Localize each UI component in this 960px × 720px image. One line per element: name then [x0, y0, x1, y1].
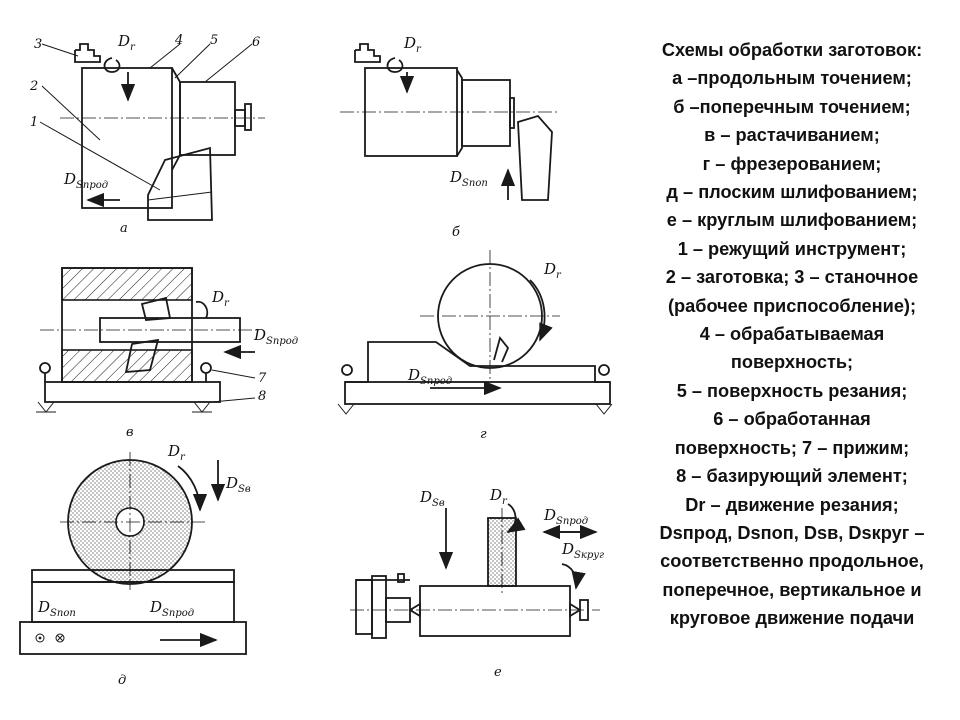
svg-text:Dr: Dr [167, 442, 186, 463]
diagram-d: Dr DSв DSпоп DSпрод д [19, 442, 251, 688]
caption-v: в [126, 425, 134, 440]
legend-line: г – фрезерованием; [702, 153, 882, 174]
legend-line: 8 – базирующий элемент; [676, 466, 908, 487]
dr-symbol: D [489, 486, 502, 504]
legend-line: б –поперечным точением; [673, 96, 911, 117]
label-8: 8 [258, 389, 266, 404]
ds-symbol: D [407, 366, 420, 384]
legend-line: 6 – обработанная [713, 409, 871, 430]
svg-text:Dr: Dr [489, 486, 508, 507]
legend-line: 1 – режущий инструмент; [677, 238, 907, 259]
dr-symbol: D [211, 288, 224, 306]
legend-line: 2 – заготовка; 3 – станочное [665, 267, 919, 288]
label-7: 7 [258, 371, 267, 386]
diagram-e: DSв Dr DSпрод DSкруг е [350, 486, 604, 680]
legend-line: Dsпрод, Dsпоп, Dsв, Dsкруг – [659, 522, 925, 543]
dsprod-symbol: D [543, 506, 556, 524]
legend-line: Dr – движение резания; [685, 494, 899, 515]
dr-symbol: D [117, 32, 130, 50]
label-5: 5 [210, 33, 218, 48]
caption-e: е [494, 665, 502, 680]
ds-subscript: Sпрод [266, 336, 298, 347]
svg-text:DSпрод: DSпрод [63, 170, 108, 191]
dr-subscript: r [502, 496, 508, 507]
svg-text:DSпрод: DSпрод [253, 326, 298, 347]
caption-b: б [452, 225, 460, 240]
dsv-subscript: Sв [432, 498, 445, 509]
legend-line: 4 – обрабатываемая [699, 324, 885, 345]
legend-text: Схемы обработки заготовок: а –продольным… [636, 36, 948, 633]
dskrug-symbol: D [561, 540, 574, 558]
dr-subscript: r [130, 42, 136, 53]
dsprod-subscript: Sпрод [556, 516, 588, 527]
svg-text:Dr: Dr [543, 260, 562, 281]
svg-text:DSпоп: DSпоп [37, 598, 76, 619]
svg-text:Dr: Dr [117, 32, 136, 53]
diagram-a: 3 2 1 4 5 6 Dr DSпрод а [29, 32, 265, 236]
dspop-symbol: D [37, 598, 50, 616]
svg-text:DSпоп: DSпоп [449, 168, 488, 189]
dr-symbol: D [543, 260, 556, 278]
dsprod-symbol: D [149, 598, 162, 616]
ds-subscript: Sпрод [420, 376, 452, 387]
label-6: 6 [252, 35, 260, 50]
legend-line: (рабочее приспособление); [667, 295, 917, 316]
caption-g: г [480, 427, 487, 442]
dsv-subscript: Sв [238, 484, 251, 495]
legend-line: круговое движение подачи [669, 608, 915, 629]
legend-line: е – круглым шлифованием; [666, 210, 918, 231]
svg-text:DSв: DSв [419, 488, 445, 509]
dr-subscript: r [180, 452, 186, 463]
ds-symbol: D [449, 168, 462, 186]
legend-line: поперечное, вертикальное и [662, 579, 922, 600]
ds-subscript: Sпрод [76, 180, 108, 191]
dr-subscript: r [416, 44, 422, 55]
legend-line: в – растачиванием; [704, 125, 880, 146]
svg-text:Dr: Dr [211, 288, 230, 309]
legend-line: 5 – поверхность резания; [676, 380, 908, 401]
diagram-b: Dr DSпоп б [340, 34, 560, 240]
label-4: 4 [174, 33, 183, 48]
svg-text:DSпрод: DSпрод [407, 366, 452, 387]
caption-d: д [118, 673, 126, 688]
svg-text:DSв: DSв [225, 474, 251, 495]
ds-symbol: D [253, 326, 266, 344]
legend-line: а –продольным точением; [672, 68, 912, 89]
label-2: 2 [29, 79, 38, 94]
dsv-symbol: D [225, 474, 238, 492]
dsprod-subscript: Sпрод [162, 608, 194, 619]
svg-text:DSкруг: DSкруг [561, 540, 604, 561]
ds-symbol: D [63, 170, 76, 188]
dr-symbol: D [403, 34, 416, 52]
legend-line: соответственно продольное, [660, 551, 924, 572]
svg-text:DSпрод: DSпрод [149, 598, 194, 619]
dsv-symbol: D [419, 488, 432, 506]
svg-text:Dr: Dr [403, 34, 422, 55]
diagram-v: 7 8 Dr DSпрод в [36, 267, 298, 440]
svg-text:DSпрод: DSпрод [543, 506, 588, 527]
legend-line: поверхность; [730, 352, 854, 373]
dr-subscript: r [556, 270, 562, 281]
dskrug-subscript: Sкруг [574, 550, 604, 561]
legend-line: д – плоским шлифованием; [666, 182, 918, 203]
legend-title: Схемы обработки заготовок: [661, 40, 923, 60]
dr-symbol: D [167, 442, 180, 460]
dspop-subscript: Sпоп [50, 608, 76, 619]
legend-line: поверхность; 7 – прижим; [674, 437, 910, 458]
diagram-g: Dr DSпрод г [337, 250, 613, 442]
ds-subscript: Sпоп [462, 178, 488, 189]
caption-a: а [120, 221, 128, 236]
label-1: 1 [30, 115, 38, 130]
dr-subscript: r [224, 298, 230, 309]
label-3: 3 [34, 37, 42, 52]
